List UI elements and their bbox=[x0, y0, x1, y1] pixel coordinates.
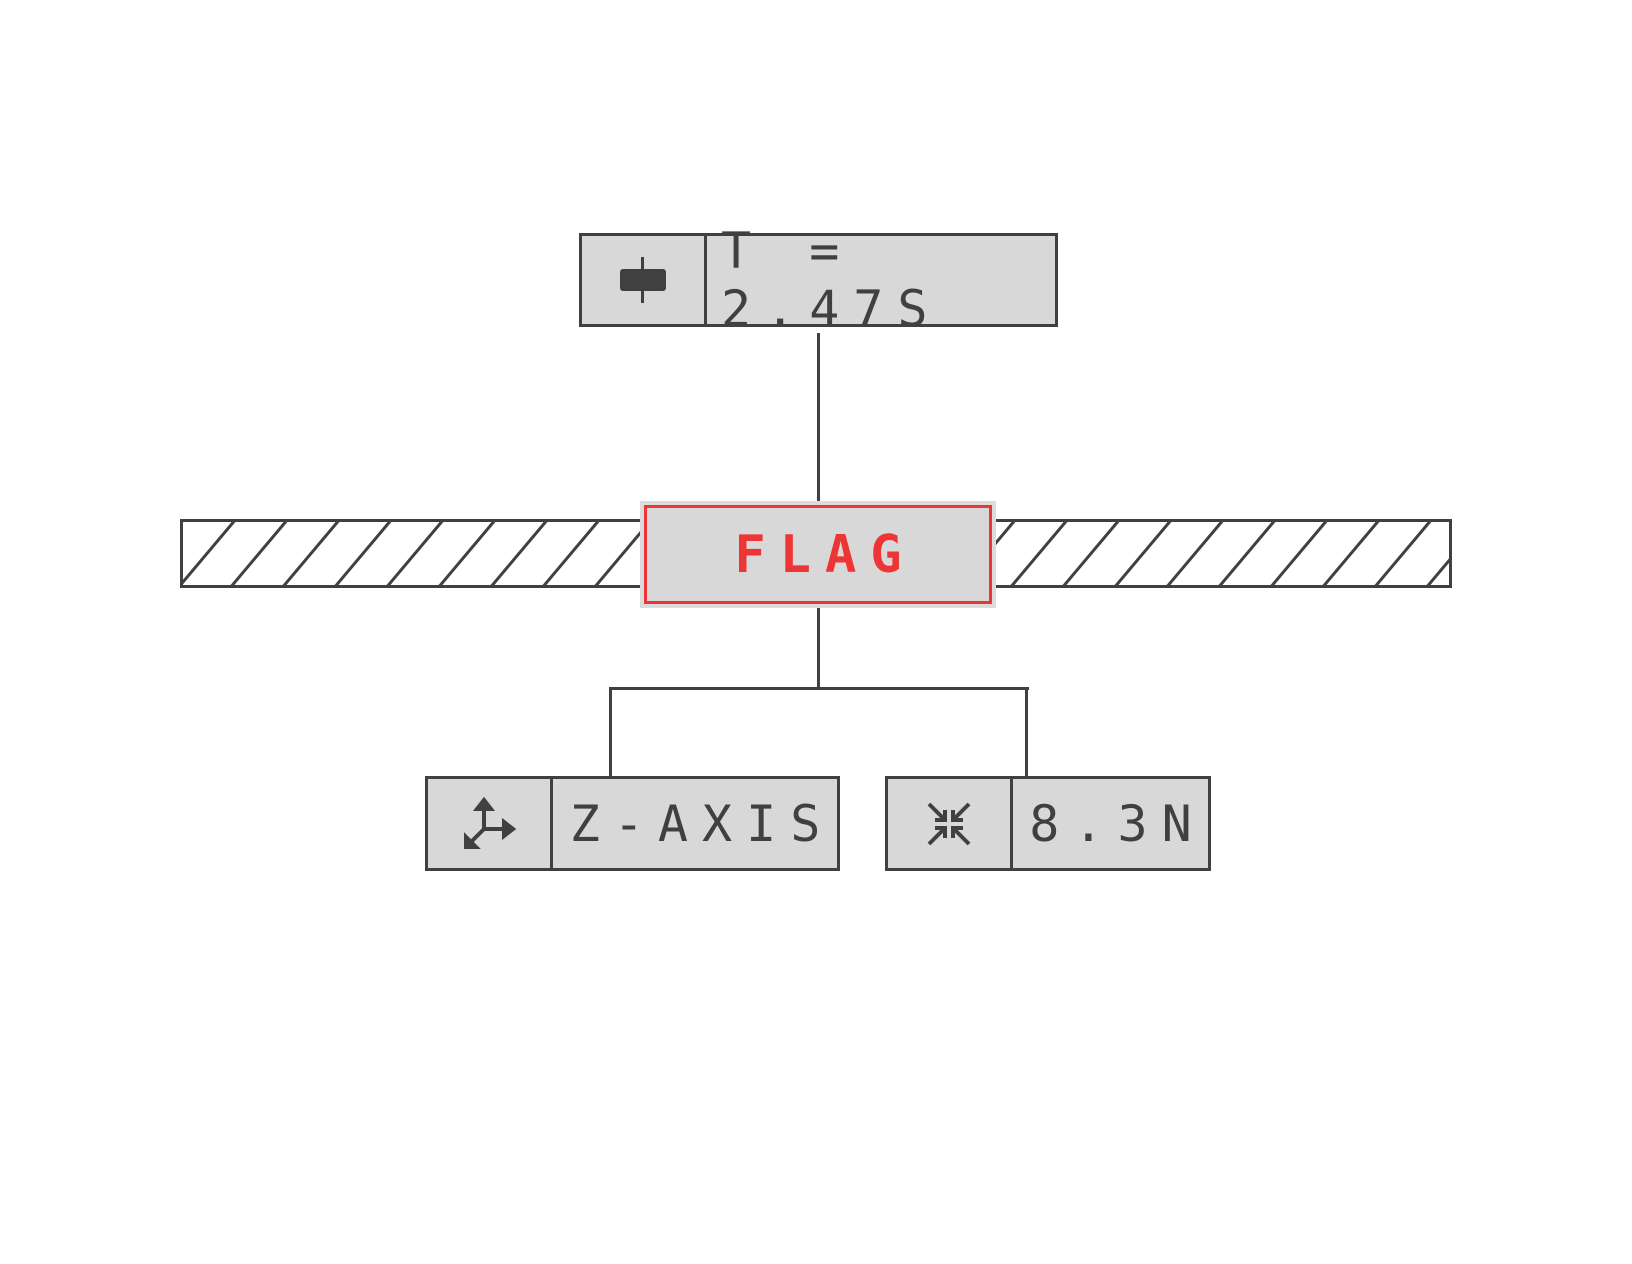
connector-top bbox=[817, 333, 820, 505]
compress-arrows-icon bbox=[888, 779, 1013, 868]
axis-node[interactable]: Z-AXIS bbox=[425, 776, 840, 871]
force-label: 8.3N bbox=[1029, 794, 1206, 853]
time-node[interactable]: T = 2.47S bbox=[579, 222, 1058, 338]
connector-branch bbox=[609, 687, 1029, 690]
connector-down bbox=[817, 604, 820, 690]
connector-right bbox=[1025, 687, 1028, 777]
axes-3d-icon bbox=[428, 779, 553, 868]
flag-label: FLAG bbox=[734, 524, 916, 585]
timeline-marker-icon bbox=[582, 236, 707, 324]
flag-node[interactable]: FLAG bbox=[640, 501, 996, 608]
connector-left bbox=[609, 687, 612, 777]
time-label: T = 2.47S bbox=[721, 222, 942, 338]
force-node[interactable]: 8.3N bbox=[885, 776, 1211, 871]
axis-label: Z-AXIS bbox=[569, 794, 835, 853]
